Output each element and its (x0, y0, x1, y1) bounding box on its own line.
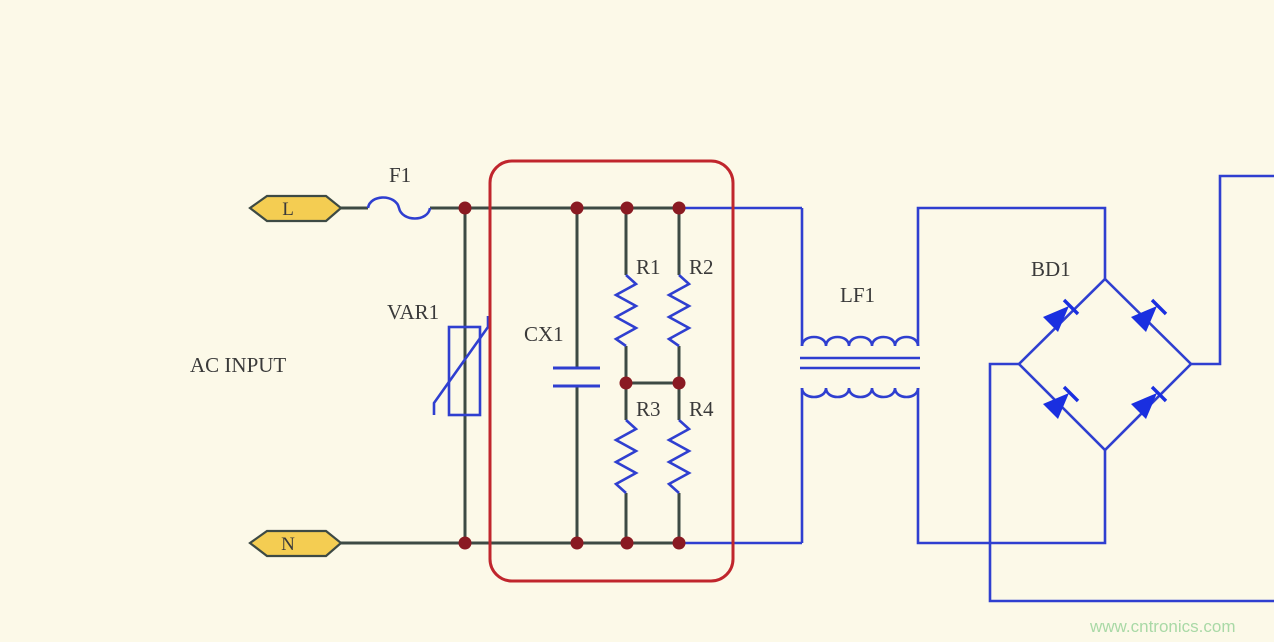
r1-label: R1 (636, 255, 661, 279)
terminal-l-label: L (282, 199, 294, 220)
highlight-box (488, 159, 735, 583)
junction-dot (672, 376, 686, 390)
r2-label: R2 (689, 255, 714, 279)
capacitor-label: CX1 (524, 322, 564, 346)
varistor-label: VAR1 (387, 300, 439, 324)
junction-dot (458, 536, 472, 550)
r3-label: R3 (636, 397, 661, 421)
junction-dot (672, 536, 686, 550)
junction-dot (619, 376, 633, 390)
junction-dot (620, 201, 634, 215)
watermark: www.cntronics.com (1089, 617, 1235, 636)
junction-dot (570, 201, 584, 215)
fuse-f1 (366, 196, 432, 220)
diode-d1 (1043, 298, 1080, 332)
terminal-n: N (248, 529, 343, 558)
blue-wiring (680, 174, 1274, 603)
junction-dots (458, 201, 686, 550)
junction-dot (620, 536, 634, 550)
bridge-label: BD1 (1031, 257, 1071, 281)
resistor-r3 (613, 419, 639, 494)
junction-dot (672, 201, 686, 215)
diode-d2 (1131, 298, 1168, 332)
terminal-n-label: N (281, 534, 295, 555)
capacitor-cx1 (553, 366, 600, 388)
resistor-r2 (666, 274, 692, 348)
resistor-r4 (666, 419, 692, 494)
ac-input-label: AC INPUT (190, 353, 286, 377)
junction-dot (570, 536, 584, 550)
gray-wiring (341, 206, 680, 545)
bridge-rectifier-bd1 (1017, 277, 1193, 452)
inductor-label: LF1 (840, 283, 875, 307)
diode-d4 (1131, 385, 1168, 419)
varistor-var1 (432, 316, 490, 417)
inductor-lf1 (800, 335, 920, 399)
fuse-label: F1 (389, 163, 411, 187)
resistor-r1 (613, 274, 639, 348)
junction-dot (458, 201, 472, 215)
diode-d3 (1043, 385, 1080, 419)
terminal-l: L (248, 194, 343, 223)
r4-label: R4 (689, 397, 714, 421)
